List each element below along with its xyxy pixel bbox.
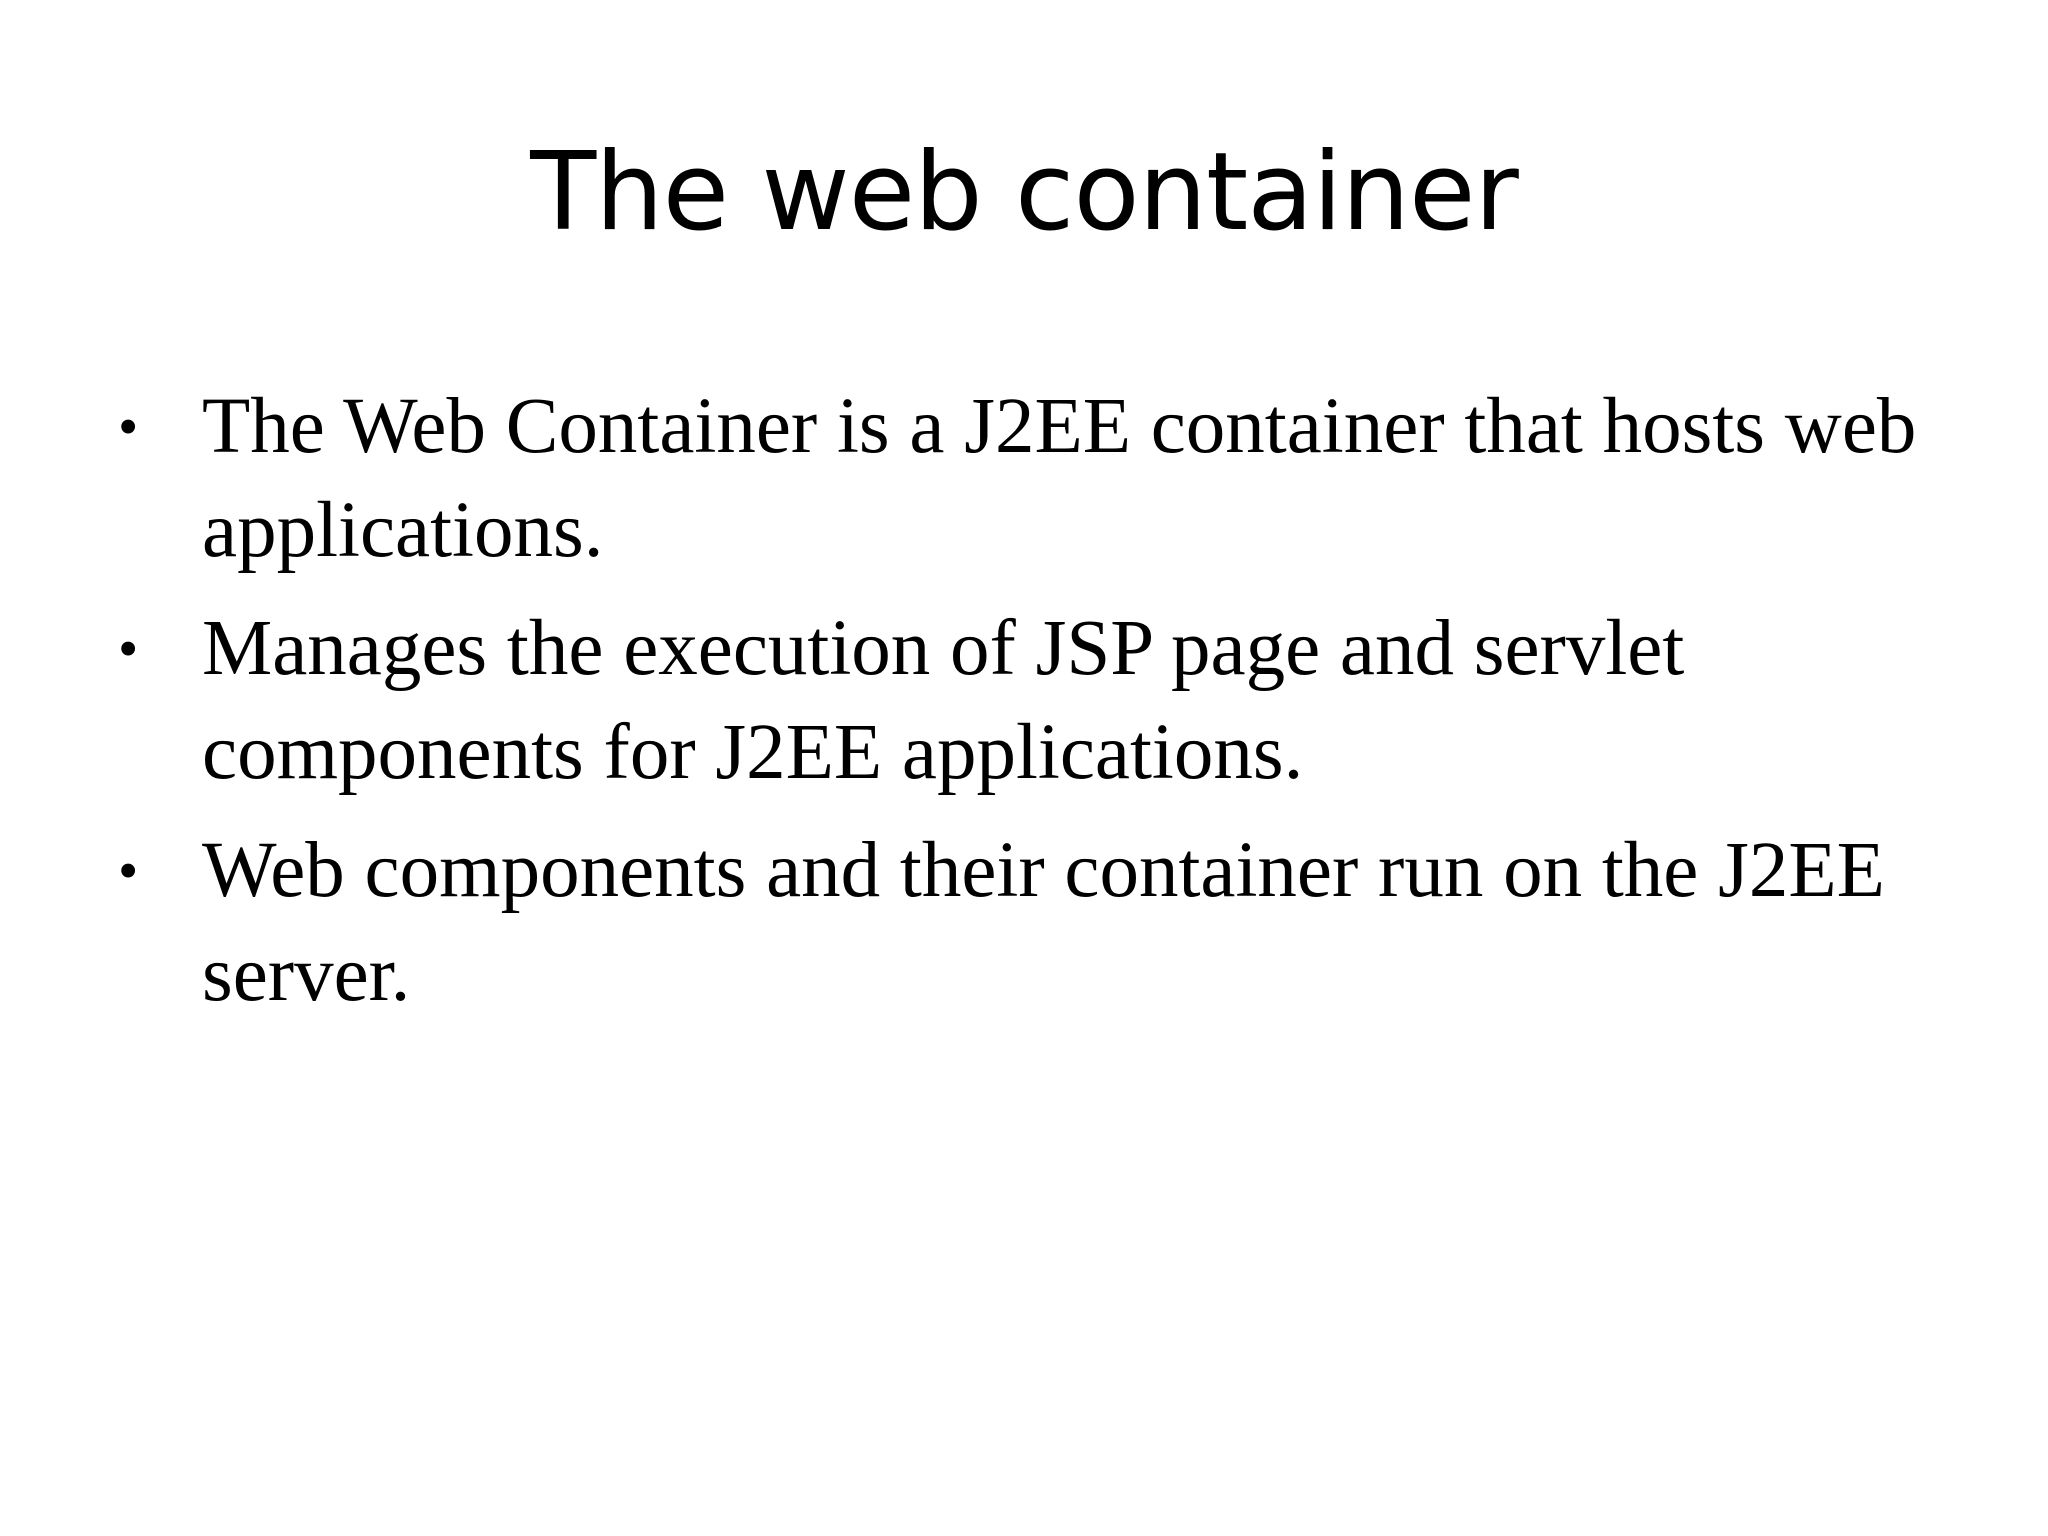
bullet-text: The Web Container is a J2EE container th… — [202, 383, 1917, 574]
bullet-text: Manages the execution of JSP page and se… — [202, 605, 1685, 796]
bullet-item: • Web components and their container run… — [118, 819, 1958, 1027]
bullet-list: • The Web Container is a J2EE container … — [118, 375, 1958, 1041]
slide-title: The web container — [530, 130, 1519, 255]
bullet-text: Web components and their container run o… — [202, 827, 1885, 1018]
bullet-dot-icon: • — [118, 616, 139, 681]
bullet-dot-icon: • — [118, 394, 139, 459]
bullet-item: • The Web Container is a J2EE container … — [118, 375, 1958, 583]
bullet-dot-icon: • — [118, 838, 139, 903]
bullet-item: • Manages the execution of JSP page and … — [118, 597, 1958, 805]
